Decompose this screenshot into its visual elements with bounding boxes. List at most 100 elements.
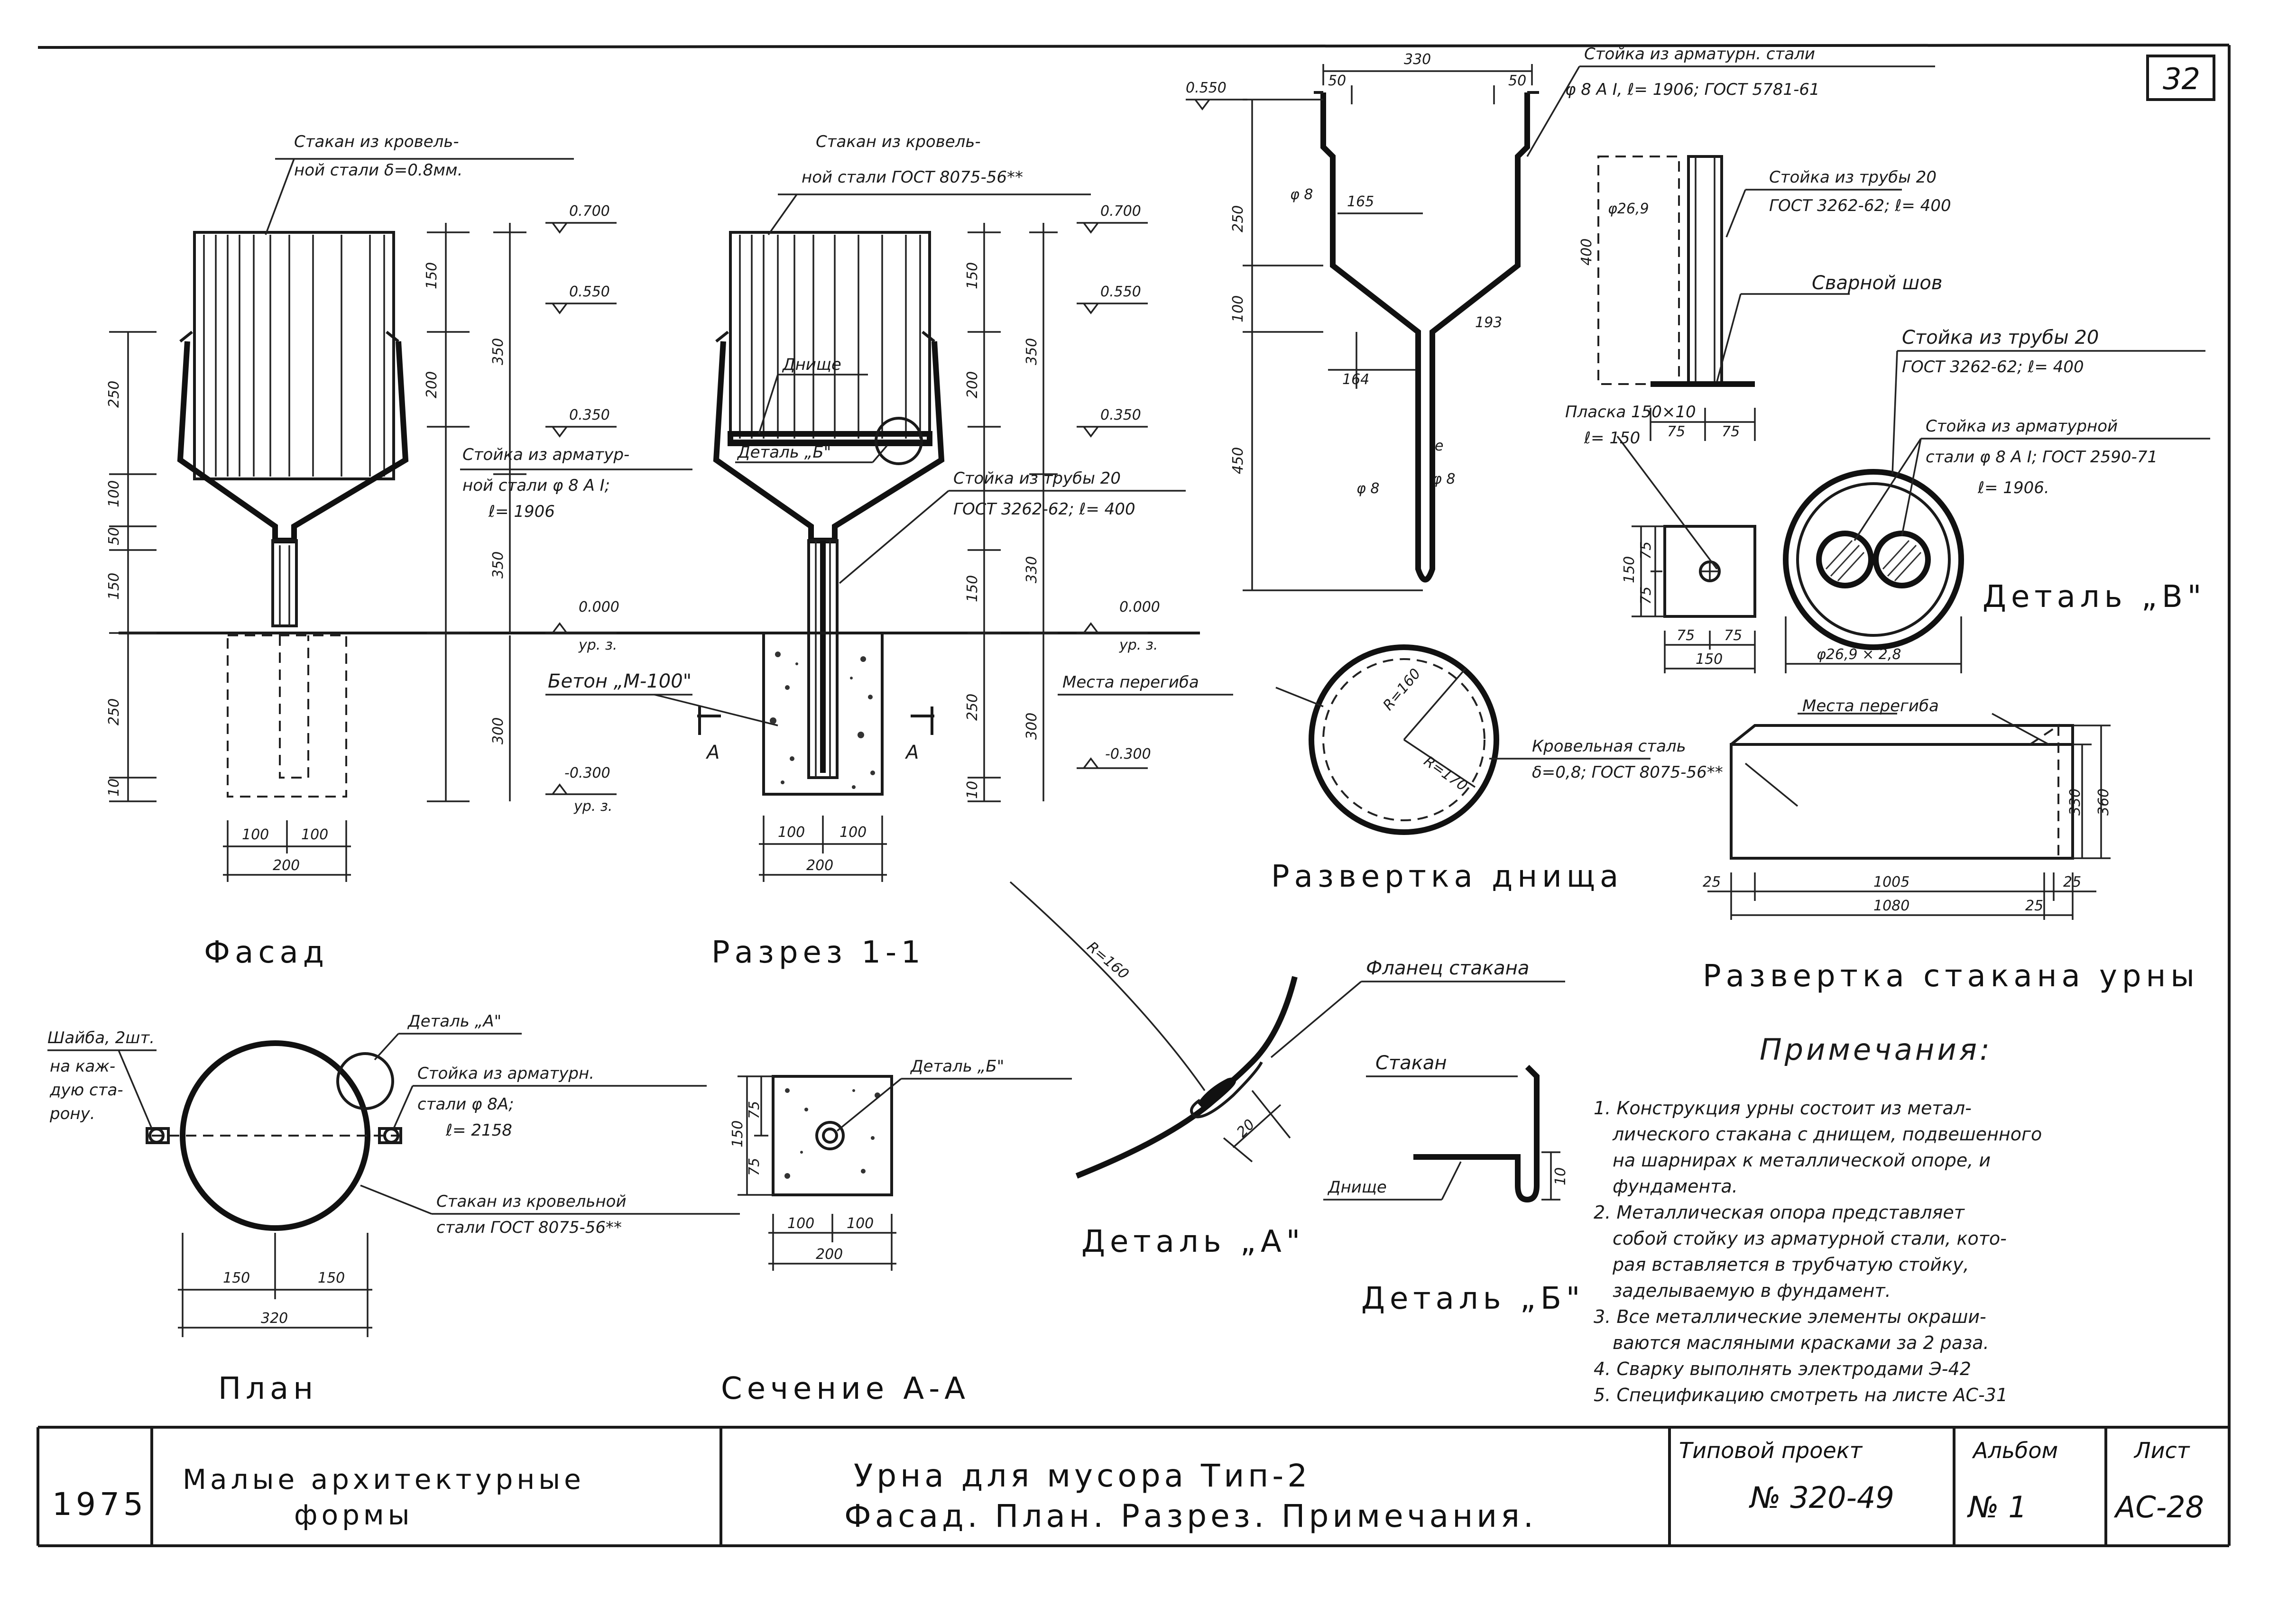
note-line-1: 1. Конструкция урны состоит из метал-	[1594, 1098, 1972, 1119]
section-bottom-plate	[728, 431, 932, 446]
svg-text:75: 75	[1722, 423, 1740, 440]
svg-text:25: 25	[2063, 874, 2081, 890]
notes-block: Примечания: 1. Конструкция урны состоит …	[1594, 1032, 2042, 1405]
svg-text:150: 150	[318, 1270, 345, 1286]
note-line-11: 4. Сварку выполнять электродами Э-42	[1594, 1358, 1971, 1379]
title-cup-unfold: Развертка стакана урны	[1703, 959, 2199, 994]
svg-text:360: 360	[2095, 789, 2112, 816]
tb-sheet-label: Лист	[2133, 1438, 2190, 1463]
svg-text:100: 100	[847, 1215, 874, 1232]
svg-text:150: 150	[1696, 651, 1723, 668]
svg-text:ной стали ГОСТ 8075-56**: ной стали ГОСТ 8075-56**	[802, 168, 1023, 187]
svg-text:150: 150	[964, 575, 981, 602]
svg-text:Кровельная сталь: Кровельная сталь	[1532, 737, 1686, 756]
label-facade-cup-2: ной стали δ=0.8мм.	[294, 161, 462, 180]
svg-text:150: 150	[223, 1270, 250, 1286]
svg-text:100: 100	[778, 824, 805, 841]
note-line-8: заделываемую в фундамент.	[1613, 1280, 1891, 1301]
note-line-6: собой стойку из арматурной стали, кото-	[1613, 1228, 2007, 1249]
svg-text:350: 350	[490, 338, 507, 365]
svg-text:φ 8 А I, ℓ= 1906; ГОСТ 5781-: φ 8 А I, ℓ= 1906; ГОСТ 5781-61	[1565, 80, 1820, 99]
facade-cup-hatch	[203, 235, 385, 477]
svg-text:100: 100	[301, 826, 328, 843]
note-line-12: 5. Спецификацию смотреть на листе АС-31	[1594, 1385, 2008, 1405]
svg-text:ГОСТ 3262-62; ℓ= 400: ГОСТ 3262-62; ℓ= 400	[1902, 358, 2084, 376]
note-line-7: рая вставляется в трубчатую стойку,	[1612, 1254, 1969, 1275]
svg-text:Стойка из арматурн.: Стойка из арматурн.	[417, 1064, 594, 1083]
svg-text:рону.: рону.	[49, 1104, 95, 1123]
svg-text:Стойка из трубы 20: Стойка из трубы 20	[1902, 327, 2099, 349]
title-block: 1975 Малые архитектурные формы Урна для …	[37, 1426, 2229, 1546]
label-facade-cup: Стакан из кровель-	[294, 132, 459, 151]
tb-project-label: Типовой проект	[1679, 1438, 1863, 1463]
title-detail-v: Деталь „В"	[1983, 579, 2206, 615]
svg-text:75: 75	[746, 1101, 763, 1119]
svg-text:25: 25	[1703, 874, 1721, 890]
title-detail-b: Деталь „Б"	[1361, 1281, 1585, 1316]
section-1-1-view: А Стакан из кровель- ной стали ГОСТ 8075…	[711, 132, 1233, 970]
svg-text:0.550: 0.550	[569, 284, 610, 300]
svg-text:75: 75	[746, 1158, 763, 1176]
svg-text:164: 164	[1342, 371, 1369, 388]
svg-text:ГОСТ 3262-62; ℓ= 400: ГОСТ 3262-62; ℓ= 400	[1769, 196, 1951, 215]
svg-text:350: 350	[490, 551, 507, 578]
svg-text:ℓ= 150: ℓ= 150	[1584, 429, 1640, 448]
svg-text:Днище: Днище	[1327, 1178, 1387, 1197]
svg-text:200: 200	[424, 371, 440, 398]
svg-text:Стакан из кровельной: Стакан из кровельной	[436, 1192, 627, 1211]
svg-text:250: 250	[106, 381, 122, 408]
facade-dim-chain	[109, 331, 157, 802]
title-section-a-a: Сечение А-А	[721, 1371, 970, 1406]
note-line-10: ваются масляными красками за 2 раза.	[1613, 1332, 1989, 1353]
svg-text:Стойка из арматур-: Стойка из арматур-	[462, 445, 629, 464]
svg-text:стали φ 8 А I; ГОСТ 2590-71: стали φ 8 А I; ГОСТ 2590-71	[1926, 448, 2158, 467]
svg-text:100: 100	[106, 480, 122, 507]
svg-text:10: 10	[1552, 1167, 1569, 1185]
svg-text:320: 320	[261, 1310, 288, 1327]
svg-text:0.000: 0.000	[1119, 599, 1160, 615]
svg-text:50: 50	[1508, 73, 1526, 89]
svg-text:75: 75	[1667, 423, 1685, 440]
detail-v: φ26,9 × 2,8 Стойка из трубы 20 ГОСТ 3262…	[1783, 327, 2210, 673]
svg-text:0.350: 0.350	[569, 407, 610, 423]
svg-text:330: 330	[1024, 556, 1040, 583]
svg-text:0.550: 0.550	[1100, 284, 1141, 300]
svg-text:450: 450	[1230, 447, 1246, 474]
facade-view: 250 100 50 150 250 10 100 100 200 Стакан…	[106, 132, 1200, 970]
svg-text:Пласка 150×10: Пласка 150×10	[1565, 403, 1696, 422]
note-line-5: 2. Металлическая опора представляет	[1594, 1202, 1965, 1223]
svg-text:Места перегиба: Места перегиба	[1062, 673, 1199, 692]
svg-text:150: 150	[424, 262, 440, 289]
tb-album-value: № 1	[1967, 1490, 2027, 1524]
tb-album-label: Альбом	[1972, 1438, 2058, 1463]
note-line-9: 3. Все металлические элементы окраши-	[1594, 1306, 1986, 1327]
svg-text:Стойка из трубы 20: Стойка из трубы 20	[953, 469, 1121, 488]
svg-text:150: 150	[729, 1120, 746, 1147]
svg-text:400: 400	[1578, 239, 1595, 266]
section-foundation	[762, 632, 884, 796]
tb-series: Малые архитектурные	[183, 1463, 585, 1496]
svg-text:50: 50	[1328, 73, 1346, 89]
svg-text:δ=0,8; ГОСТ 8075-56**: δ=0,8; ГОСТ 8075-56**	[1532, 763, 1723, 782]
svg-text:250: 250	[964, 694, 981, 721]
svg-text:φ 8: φ 8	[1290, 186, 1313, 203]
svg-text:А: А	[904, 742, 919, 763]
svg-text:на каж-: на каж-	[50, 1057, 115, 1076]
sheet-border: 32	[37, 44, 2231, 1547]
svg-text:-0.300: -0.300	[1105, 746, 1151, 762]
svg-text:250: 250	[106, 698, 122, 725]
svg-text:ℓ= 1906: ℓ= 1906	[488, 502, 555, 521]
pipe-post-detail: φ26,9 400 75 75 Стойка из трубы 20 ГОСТ …	[1578, 155, 1951, 441]
svg-text:1005: 1005	[1873, 874, 1909, 890]
svg-text:ур. з.: ур. з.	[1119, 637, 1158, 653]
svg-text:Деталь „Б": Деталь „Б"	[910, 1057, 1004, 1076]
sheet-number-box	[2146, 55, 2215, 101]
svg-text:0.550: 0.550	[1186, 80, 1227, 96]
svg-text:75: 75	[1638, 587, 1654, 605]
facade-cup-body	[193, 231, 395, 480]
svg-text:200: 200	[964, 371, 981, 398]
tb-project-value: № 320-49	[1749, 1480, 1894, 1515]
tb-title: Урна для мусора Тип-2	[854, 1458, 1311, 1494]
svg-text:75: 75	[1677, 627, 1695, 644]
tb-year: 1975	[52, 1486, 147, 1523]
